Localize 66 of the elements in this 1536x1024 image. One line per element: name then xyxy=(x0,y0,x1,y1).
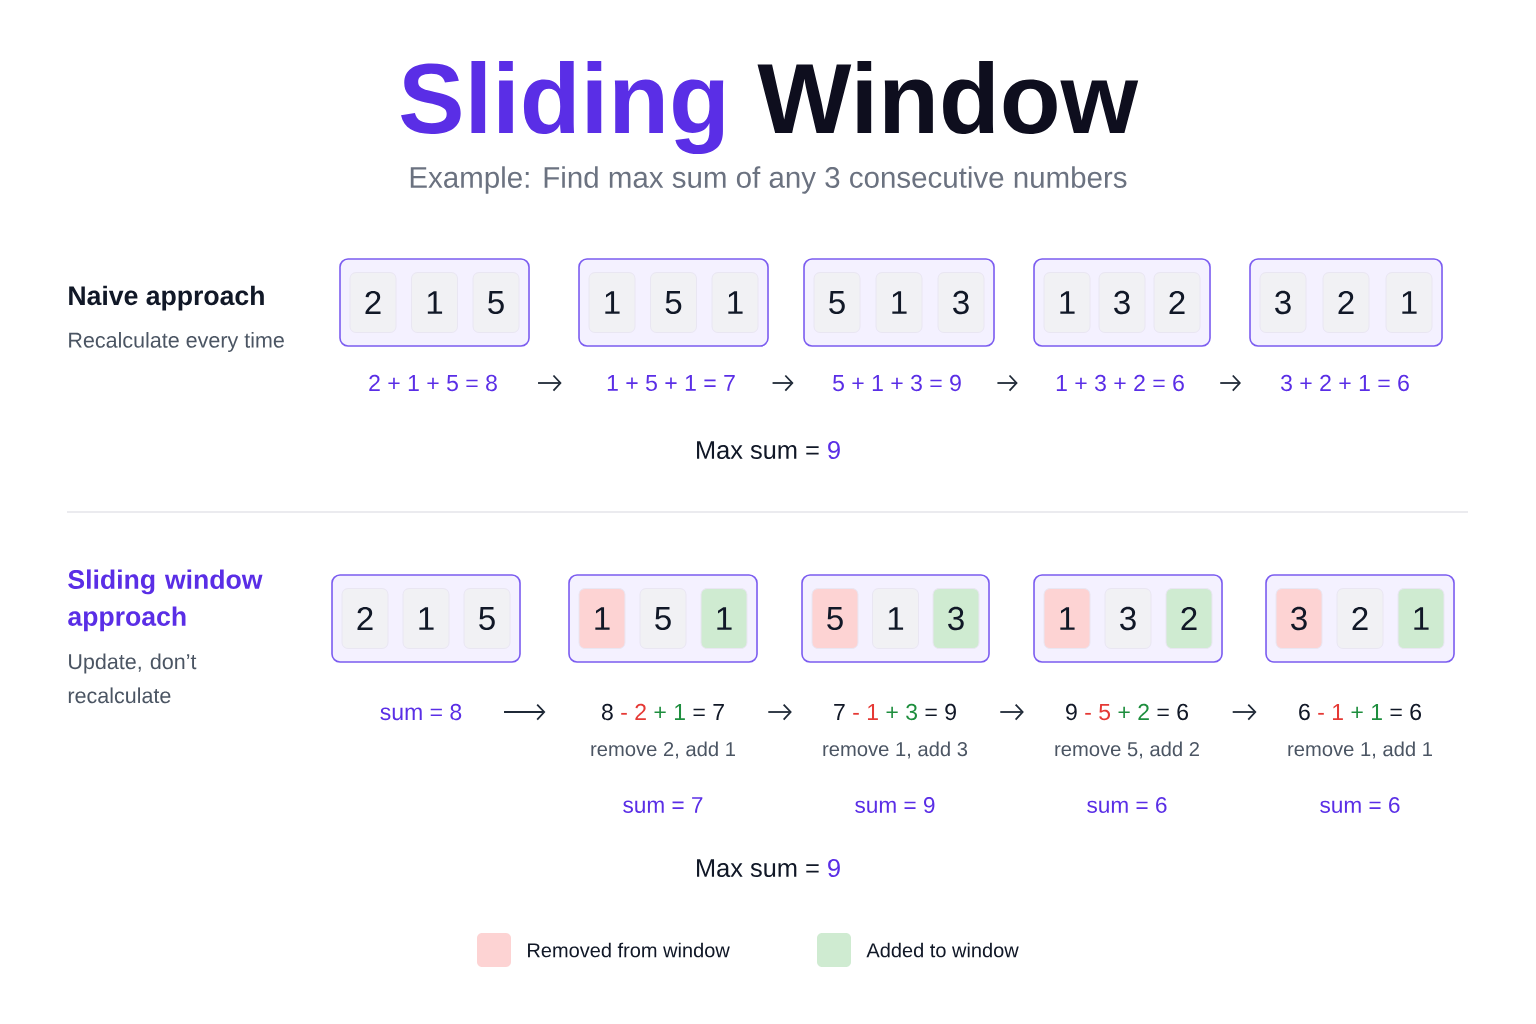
sum-text: sum = 7 xyxy=(623,797,703,813)
section-heading: Sliding window approach xyxy=(68,569,263,632)
arrow xyxy=(771,374,794,392)
formula-text: 6 - 1 + 1 = 6 xyxy=(1299,703,1421,721)
section-description: Recalculate every time xyxy=(69,332,284,352)
step-note: remove 2, add 1 xyxy=(591,741,735,759)
formula-text: 1 + 3 + 2 = 6 xyxy=(1056,374,1184,392)
formula-text: 3 + 2 + 1 = 6 xyxy=(1281,374,1409,392)
number-tile: 1 xyxy=(578,588,626,649)
formula-text: 7 - 1 + 3 = 9 xyxy=(834,703,956,721)
number-tile: 3 xyxy=(1259,272,1307,333)
number-tile: 2 xyxy=(1322,272,1370,333)
title: Sliding Window xyxy=(401,60,1139,155)
number-tile: 5 xyxy=(639,588,687,649)
max-sum-text: Max sum = 9 xyxy=(697,859,840,877)
number-tile: 3 xyxy=(937,272,985,333)
sum-text: sum = 9 xyxy=(855,797,935,813)
number-tile: 1 xyxy=(1385,272,1433,333)
number-tile: 1 xyxy=(872,588,919,649)
arrow xyxy=(1231,703,1257,721)
number-tile: 2 xyxy=(1336,588,1384,649)
number-tile: 1 xyxy=(700,588,748,649)
number-tile: 3 xyxy=(932,588,980,649)
number-tile: 5 xyxy=(811,588,859,649)
number-tile: 5 xyxy=(472,272,520,333)
number-tile: 3 xyxy=(1098,272,1146,333)
arrow xyxy=(767,703,792,721)
number-tile: 5 xyxy=(463,588,511,649)
arrow xyxy=(1219,374,1241,392)
legend-label: Removed from window xyxy=(528,942,730,958)
formula-text: 5 + 1 + 3 = 9 xyxy=(833,374,961,392)
formula-text: 9 - 5 + 2 = 6 xyxy=(1066,703,1188,721)
arrow xyxy=(996,374,1018,392)
step-note: remove 1, add 1 xyxy=(1288,741,1432,759)
number-tile: 2 xyxy=(341,588,389,649)
sum-text: sum = 6 xyxy=(1320,797,1400,813)
number-tile: 3 xyxy=(1104,588,1152,649)
number-tile: 3 xyxy=(1275,588,1323,649)
number-tile: 1 xyxy=(875,272,923,333)
formula-text: 1 + 5 + 1 = 7 xyxy=(607,375,735,392)
formula-text: 8 - 2 + 1 = 7 xyxy=(602,703,724,721)
number-tile: 2 xyxy=(1165,588,1213,649)
number-tile: 1 xyxy=(1043,588,1091,649)
number-tile: 5 xyxy=(813,272,861,333)
number-tile: 1 xyxy=(411,272,458,333)
number-tile: 1 xyxy=(402,588,450,649)
sum-text: sum = 6 xyxy=(1087,797,1167,813)
number-tile: 2 xyxy=(1153,272,1201,333)
formula-text: sum = 8 xyxy=(380,703,462,721)
step-note: remove 1, add 3 xyxy=(823,741,968,759)
subtitle: Example: Find max sum of any 3 consecutive numbers xyxy=(410,166,1127,194)
number-tile: 1 xyxy=(711,272,759,333)
arrow xyxy=(999,703,1024,721)
section-heading: Naive approach xyxy=(69,285,264,311)
number-tile: 2 xyxy=(349,272,397,333)
legend-label: Added to window xyxy=(866,942,1019,958)
arrow xyxy=(537,374,562,392)
step-note: remove 5, add 2 xyxy=(1055,741,1199,759)
number-tile: 1 xyxy=(588,272,636,333)
number-tile: 5 xyxy=(650,272,697,333)
arrow xyxy=(503,703,546,721)
max-sum-text: Max sum = 9 xyxy=(697,441,840,459)
section-description: Update, don’t recalculate xyxy=(68,653,197,704)
formula-text: 2 + 1 + 5 = 8 xyxy=(369,374,497,392)
number-tile: 1 xyxy=(1043,272,1091,333)
number-tile: 1 xyxy=(1397,588,1445,649)
